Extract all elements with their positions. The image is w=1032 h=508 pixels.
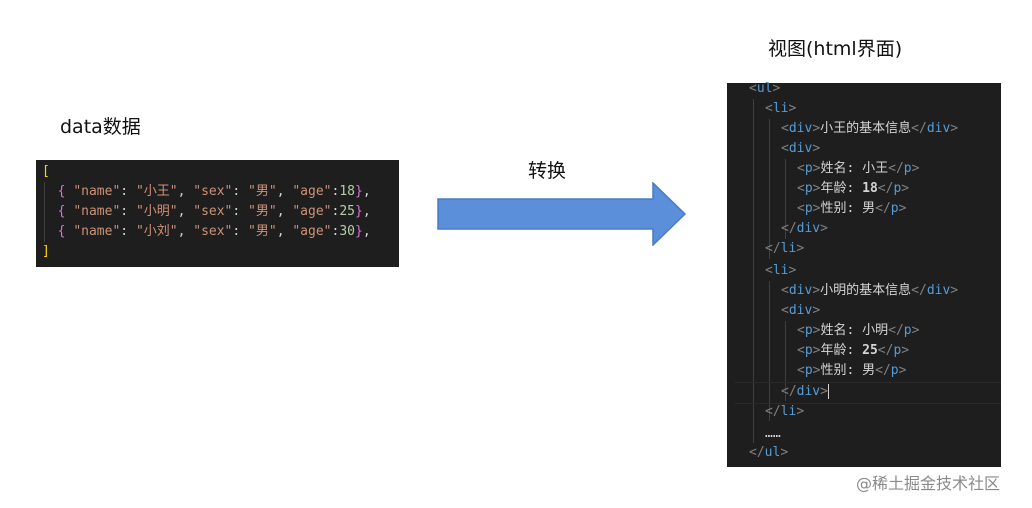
code-line: <p>年龄: 25</p> — [797, 343, 910, 358]
indent-guide — [769, 119, 770, 259]
code-line: <div> — [781, 303, 821, 318]
code-line: </li> — [765, 404, 805, 419]
code-line: <p>姓名: 小王</p> — [797, 161, 920, 176]
indent-guide — [753, 99, 754, 443]
html-code-panel: <ul> <li> <div>小王的基本信息</div> <div> <p>姓名… — [727, 81, 1001, 467]
code-line: <p>年龄: 18</p> — [797, 181, 910, 196]
json-row-1: { "name": "小王", "sex": "男", "age":18}, — [57, 184, 371, 199]
json-open-line: [ — [42, 164, 50, 179]
code-line: </ul> — [749, 445, 789, 460]
json-row-2: { "name": "小明", "sex": "男", "age":25}, — [57, 204, 371, 219]
code-line: <li> — [765, 263, 797, 278]
right-arrow-icon — [437, 182, 687, 246]
code-line: </li> — [765, 241, 805, 256]
view-title: 视图(html界面) — [768, 38, 903, 60]
indent-guide — [785, 321, 786, 401]
data-title: data数据 — [60, 116, 141, 138]
code-line: <ul> — [749, 81, 781, 96]
code-line: …… — [765, 426, 781, 441]
code-line: <p>姓名: 小明</p> — [797, 323, 920, 338]
code-line: <p>性别: 男</p> — [797, 363, 907, 378]
code-line: </div> — [781, 221, 828, 236]
indent-guide — [769, 281, 770, 421]
json-close-line: ] — [42, 244, 50, 259]
json-row-3: { "name": "小刘", "sex": "男", "age":30}, — [57, 224, 371, 239]
json-code-panel: [ { "name": "小王", "sex": "男", "age":18},… — [36, 160, 399, 267]
code-line: </div> — [781, 384, 829, 399]
indent-guide — [785, 159, 786, 239]
current-line-highlight — [735, 382, 1001, 404]
watermark: @稀土掘金技术社区 — [856, 474, 1001, 493]
convert-label: 转换 — [528, 160, 567, 182]
indent-guide — [44, 182, 45, 242]
code-line: <div>小王的基本信息</div> — [781, 121, 959, 136]
code-line: <div>小明的基本信息</div> — [781, 283, 959, 298]
code-line: <li> — [765, 101, 797, 116]
code-line: <div> — [781, 141, 821, 156]
text-cursor — [827, 384, 829, 399]
code-line: <p>性别: 男</p> — [797, 201, 907, 216]
